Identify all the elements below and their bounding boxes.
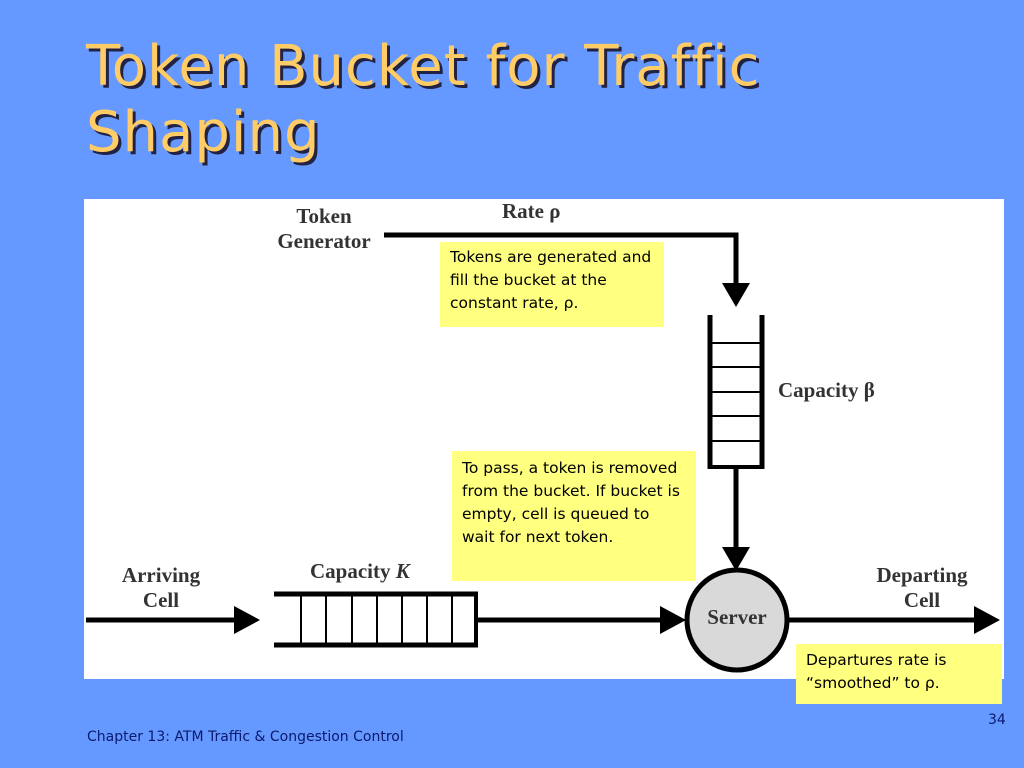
queue-to-server-arrow — [478, 606, 686, 634]
token-generator-line1: Token — [296, 204, 352, 228]
arriving-cell-arrow — [86, 606, 260, 634]
capacity-k-variable: K — [395, 559, 410, 583]
note-token-pass: To pass, a token is removed from the buc… — [452, 451, 696, 581]
token-bucket — [707, 315, 765, 469]
slide-footer: Chapter 13: ATM Traffic & Congestion Con… — [87, 729, 404, 745]
token-flow-arrow — [384, 232, 750, 307]
page-number: 34 — [988, 712, 1006, 728]
diagram-canvas — [86, 232, 1000, 673]
token-generator-label: Token Generator — [264, 204, 384, 254]
server-label: Server — [707, 605, 767, 629]
note-tokens-generated: Tokens are generated and fill the bucket… — [440, 242, 664, 327]
arriving-cell-label: Arriving Cell — [106, 563, 216, 613]
capacity-k-prefix: Capacity — [310, 559, 396, 583]
capacity-beta-label: Capacity β — [778, 378, 875, 402]
note-departures-smoothed: Departures rate is “smoothed” to ρ. — [796, 644, 1002, 704]
capacity-k-label: Capacity K — [310, 559, 410, 584]
slide-title: Token Bucket for Traffic Shaping — [86, 34, 761, 165]
departing-line1: Departing — [876, 563, 968, 587]
arriving-line2: Cell — [142, 588, 180, 612]
arriving-line1: Arriving — [121, 563, 201, 587]
departing-cell-arrow — [787, 606, 1000, 634]
rate-label: Rate ρ — [502, 199, 561, 223]
token-generator-line2: Generator — [277, 229, 371, 253]
departing-line2: Cell — [903, 588, 941, 612]
token-bucket-diagram: Token Generator Rate ρ Capacity β Capaci… — [84, 199, 1004, 704]
departing-cell-label: Departing Cell — [862, 563, 982, 613]
cell-queue — [274, 591, 478, 648]
bucket-to-server-arrow — [722, 469, 750, 571]
